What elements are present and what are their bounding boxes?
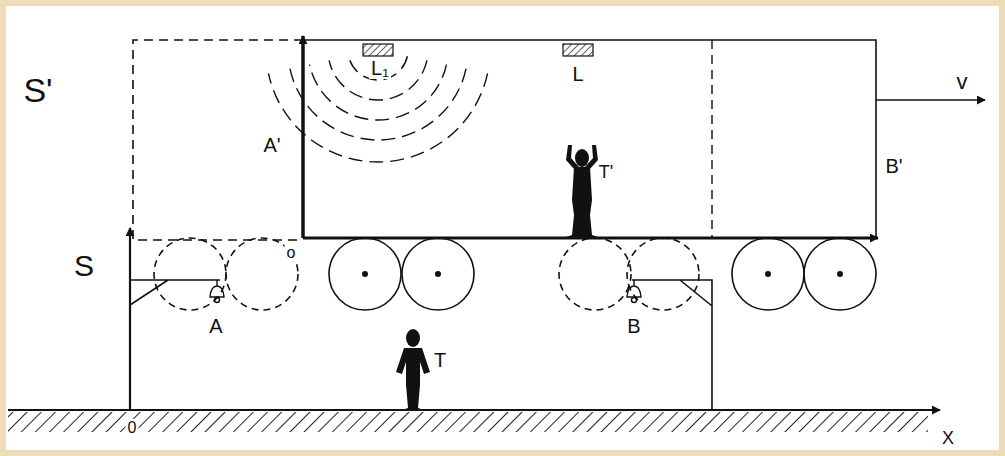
origin-name: 0 — [126, 419, 139, 437]
frame-name: S' — [21, 72, 54, 108]
point-name: B' — [883, 155, 904, 177]
platform-posts — [130, 280, 712, 410]
signal-lamps — [210, 280, 641, 303]
lamp-l1 — [363, 44, 393, 56]
wheels — [154, 238, 876, 310]
observer-name: T — [432, 349, 448, 371]
wavefront — [290, 69, 466, 140]
s-vertical-axis — [129, 228, 131, 410]
point-name: B — [625, 315, 642, 337]
wheel-hubs — [362, 271, 843, 277]
x-axis — [8, 409, 940, 411]
dashed-divider — [711, 40, 712, 238]
paper — [6, 6, 999, 450]
observer-t-prime — [566, 145, 598, 237]
s-prime-vertical-axis — [301, 36, 305, 238]
axis-name: X — [940, 428, 956, 448]
velocity-arrow — [876, 99, 985, 101]
origin-name: o — [285, 244, 298, 262]
lamp-name: L₁ — [369, 57, 391, 79]
wavefront — [268, 73, 487, 162]
ground-hatching — [8, 412, 928, 432]
lamp-name: L — [570, 63, 585, 85]
lamp-l — [563, 44, 593, 56]
wavefront — [349, 56, 408, 80]
observer-name: T' — [597, 162, 615, 182]
point-name: A — [207, 315, 224, 337]
light-wavefronts — [268, 56, 487, 162]
observer-t — [396, 329, 430, 410]
frame-name: S — [72, 250, 96, 282]
dashed-train-outline — [133, 40, 303, 240]
velocity-symbol: v — [955, 70, 970, 94]
axis-name: A' — [261, 134, 282, 156]
